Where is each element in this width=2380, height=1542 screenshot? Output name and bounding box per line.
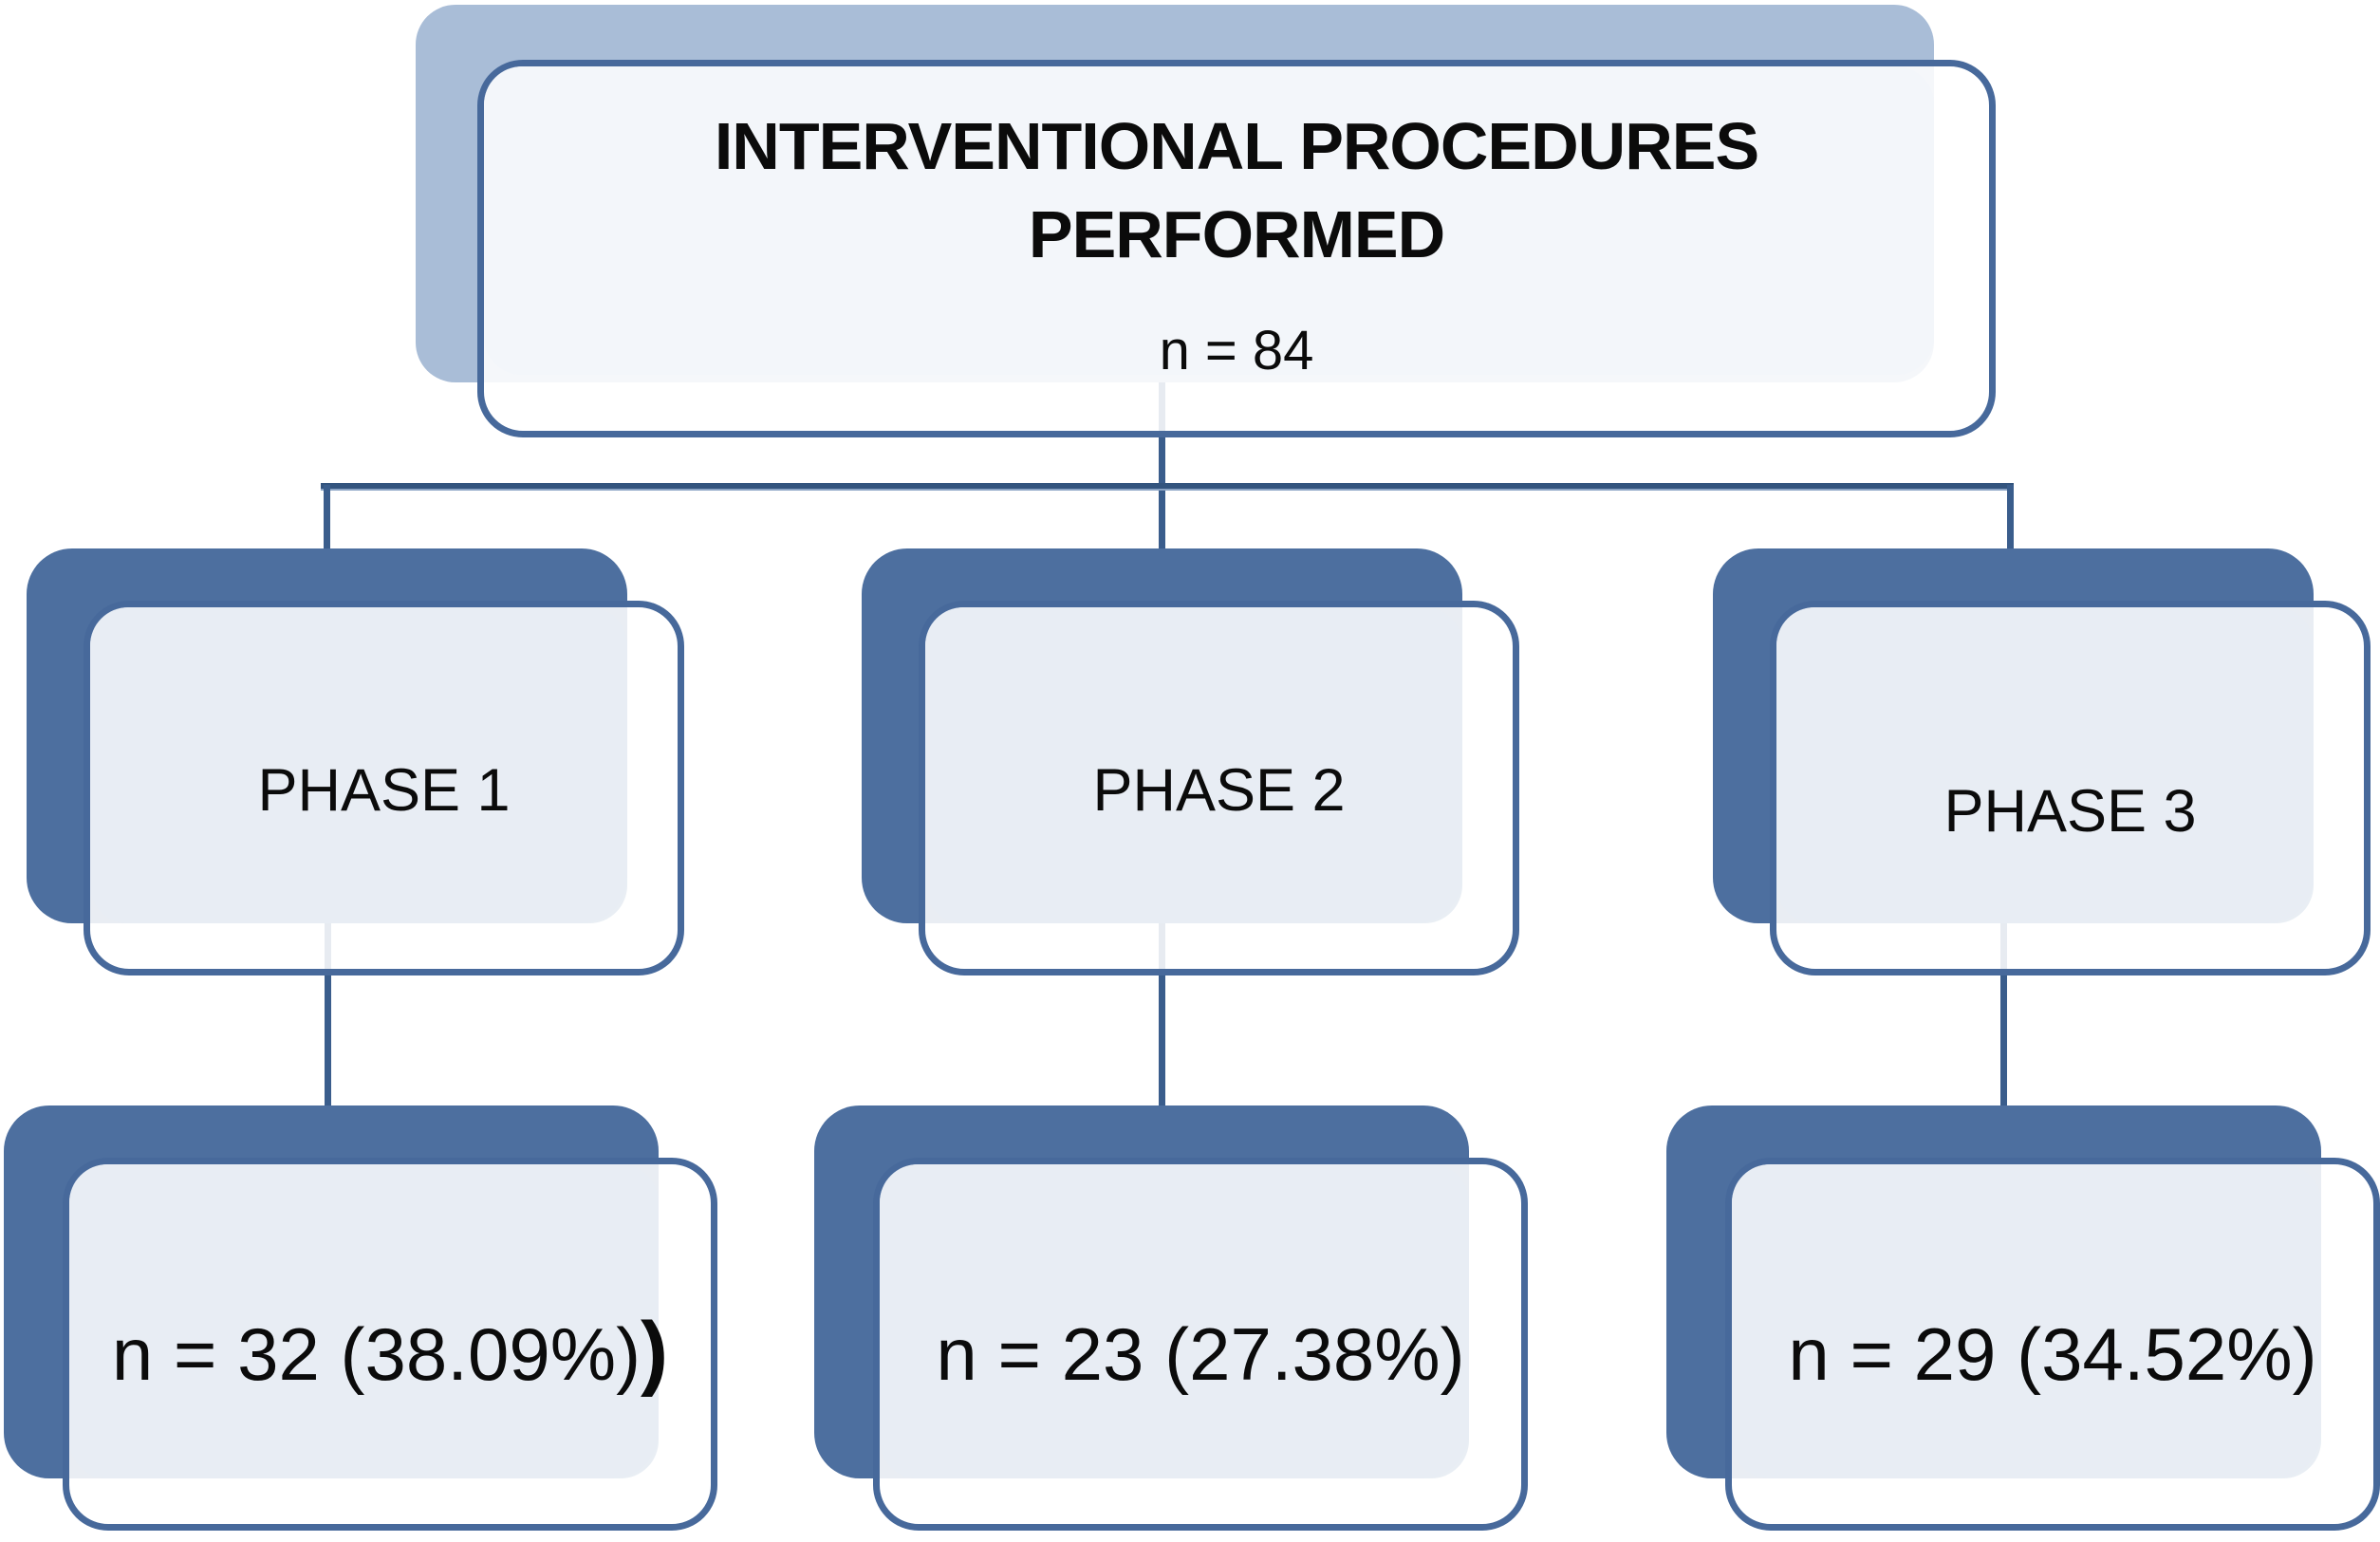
root-count: n = 84 xyxy=(1159,320,1314,381)
root-node-panel xyxy=(484,66,1934,375)
phase-2-label: PHASE 2 xyxy=(1092,757,1346,824)
connector-phase1-drop xyxy=(324,485,330,559)
count-3-panel xyxy=(1732,1164,2321,1478)
root-node: INTERVENTIONAL PROCEDURES PERFORMED n = … xyxy=(416,5,2000,441)
connector-phase3-to-count3 xyxy=(2000,916,2007,1170)
count-1-extra-paren: ) xyxy=(641,1305,669,1398)
count-2-node: n = 23 (27.38%) xyxy=(814,1105,1545,1542)
count-2-value: n = 23 (27.38%) xyxy=(936,1312,1465,1396)
root-title-line2: PERFORMED xyxy=(1028,197,1445,271)
count-2-label: n = 23 (27.38%) xyxy=(873,1308,1528,1398)
connector-phase2-to-count2 xyxy=(1159,916,1165,1170)
phase-3-label: PHASE 3 xyxy=(1943,778,2197,845)
connector-phase3-drop xyxy=(2007,485,2014,559)
connector-branch-bar xyxy=(321,483,2014,491)
count-1-label: n = 32 (38.09%)) xyxy=(63,1308,717,1398)
root-title-line1: INTERVENTIONAL PROCEDURES xyxy=(714,109,1759,183)
count-3-value: n = 29 (34.52%) xyxy=(1788,1312,2317,1396)
count-1-value: n = 32 (38.09%) xyxy=(111,1312,641,1396)
count-3-node: n = 29 (34.52%) xyxy=(1666,1105,2380,1542)
phase-1-node: PHASE 1 xyxy=(27,548,748,1032)
connector-root-drop xyxy=(1159,380,1165,560)
phase-1-label: PHASE 1 xyxy=(257,757,511,824)
connector-phase1-to-count1 xyxy=(325,916,331,1170)
phase-1-panel xyxy=(90,607,627,923)
phase-2-node: PHASE 2 xyxy=(862,548,1583,1032)
count-1-panel xyxy=(69,1164,659,1478)
count-3-label: n = 29 (34.52%) xyxy=(1725,1308,2380,1398)
phase-3-node: PHASE 3 xyxy=(1713,548,2380,1032)
count-2-panel xyxy=(880,1164,1469,1478)
count-1-node: n = 32 (38.09%)) xyxy=(4,1105,734,1542)
phase-3-panel xyxy=(1776,607,2314,923)
phase-2-panel xyxy=(925,607,1462,923)
